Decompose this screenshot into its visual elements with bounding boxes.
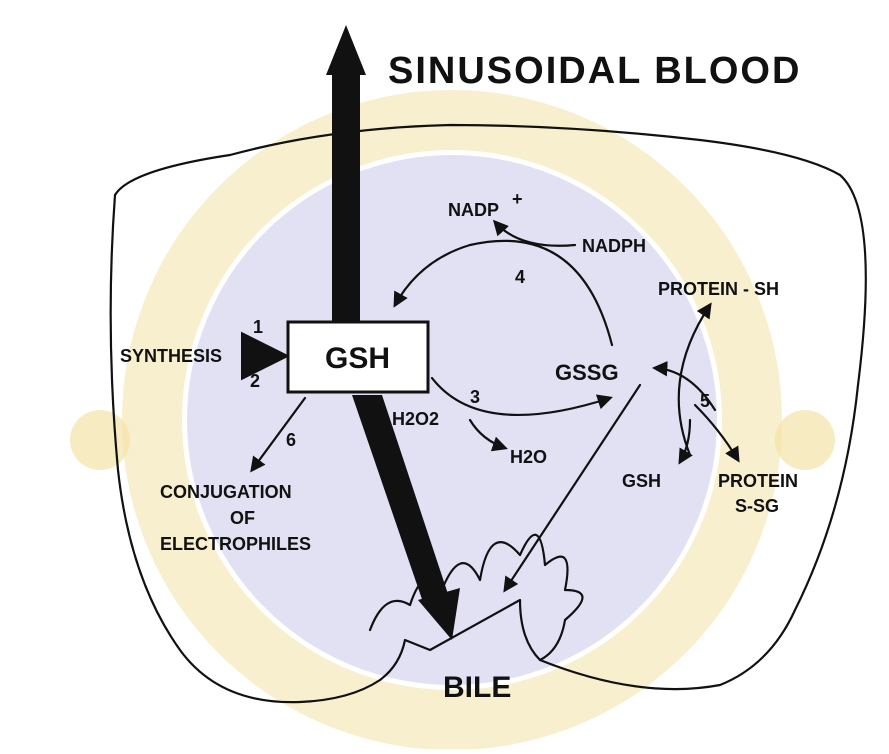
nadph-label: NADPH	[582, 236, 646, 256]
gssg-label: GSSG	[555, 360, 619, 385]
conjugation-line2: OF	[230, 508, 255, 528]
nadp-label: NADP	[448, 200, 499, 220]
h2o2-label: H2O2	[392, 409, 439, 429]
conjugation-line3: ELECTROPHILES	[160, 534, 311, 554]
gsh-box-label: GSH	[325, 342, 390, 375]
h2o-label: H2O	[510, 447, 547, 467]
efflux-arrow-to-blood	[326, 25, 366, 355]
step-2: 2	[250, 371, 260, 391]
protein-ssg-line1: PROTEIN	[718, 471, 798, 491]
conjugation-line1: CONJUGATION	[160, 482, 292, 502]
nadp-sup: +	[512, 189, 523, 209]
step-3: 3	[470, 387, 480, 407]
step-6: 6	[286, 430, 296, 450]
protein-sh-label: PROTEIN - SH	[658, 279, 779, 299]
synthesis-label: SYNTHESIS	[120, 346, 222, 366]
bile-label: BILE	[443, 671, 511, 704]
gsh-right-label: GSH	[622, 471, 661, 491]
step-1: 1	[253, 317, 263, 337]
protein-ssg-line2: S-SG	[735, 496, 779, 516]
step-5: 5	[700, 391, 710, 411]
step-4: 4	[515, 267, 525, 287]
sinusoidal-blood-label: SINUSOIDAL BLOOD	[388, 50, 801, 92]
